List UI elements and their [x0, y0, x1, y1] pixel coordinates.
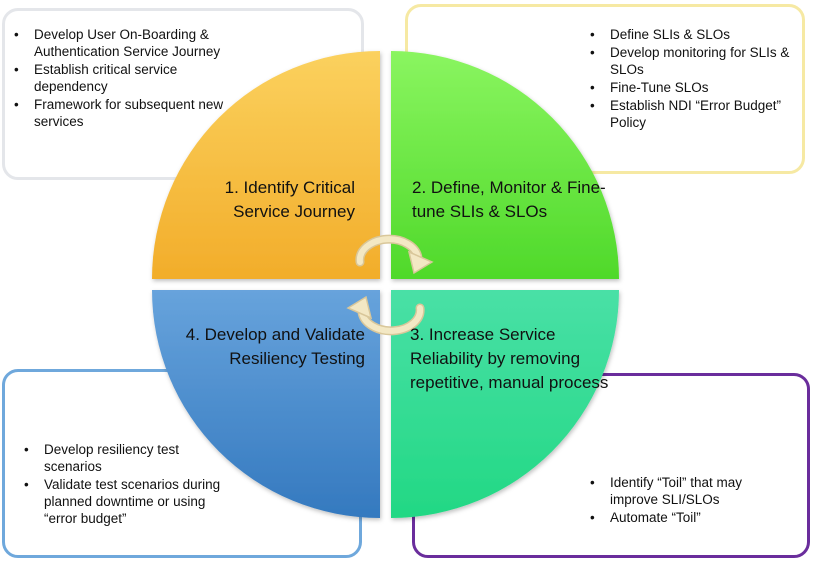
- quadrant-q4: [152, 290, 380, 518]
- quadrant-2-title: 2. Define, Monitor & Fine-tune SLIs & SL…: [412, 178, 606, 221]
- notes-list-bottom-left: Develop resiliency test scenarios Valida…: [20, 441, 235, 528]
- bullet-item: Develop User On-Boarding & Authenticatio…: [10, 26, 245, 60]
- quadrant-q3: [391, 290, 619, 518]
- arrowhead-icon: [346, 295, 373, 320]
- bullet-item: Framework for subsequent new services: [10, 96, 245, 130]
- bullet-item: Develop resiliency test scenarios: [20, 441, 235, 475]
- quadrant-q2: [391, 51, 619, 279]
- quadrant-1-title: 1. Identify Critical Service Journey: [224, 178, 355, 221]
- bullet-item: Identify “Toil” that may improve SLI/SLO…: [586, 474, 786, 508]
- quadrant-4-title: 4. Develop and Validate Resiliency Testi…: [185, 325, 365, 368]
- bullet-item: Fine-Tune SLOs: [586, 79, 806, 96]
- cycle-arrows-icon: [355, 234, 425, 336]
- bullet-item: Develop monitoring for SLIs & SLOs: [586, 44, 806, 78]
- quadrant-3-title: 3. Increase Service Reliability by remov…: [410, 325, 609, 392]
- quadrant-q1: [152, 51, 380, 279]
- arrowhead-icon: [407, 250, 434, 275]
- bullet-item: Establish critical service dependency: [10, 61, 245, 95]
- bullet-item: Establish NDI “Error Budget” Policy: [586, 97, 806, 131]
- bullet-item: Define SLIs & SLOs: [586, 26, 806, 43]
- notes-list-top-right: Define SLIs & SLOs Develop monitoring fo…: [586, 26, 806, 132]
- notes-list-bottom-right: Identify “Toil” that may improve SLI/SLO…: [586, 474, 786, 527]
- bullet-item: Validate test scenarios during planned d…: [20, 476, 235, 527]
- bullet-item: Automate “Toil”: [586, 509, 786, 526]
- notes-list-top-left: Develop User On-Boarding & Authenticatio…: [10, 26, 245, 131]
